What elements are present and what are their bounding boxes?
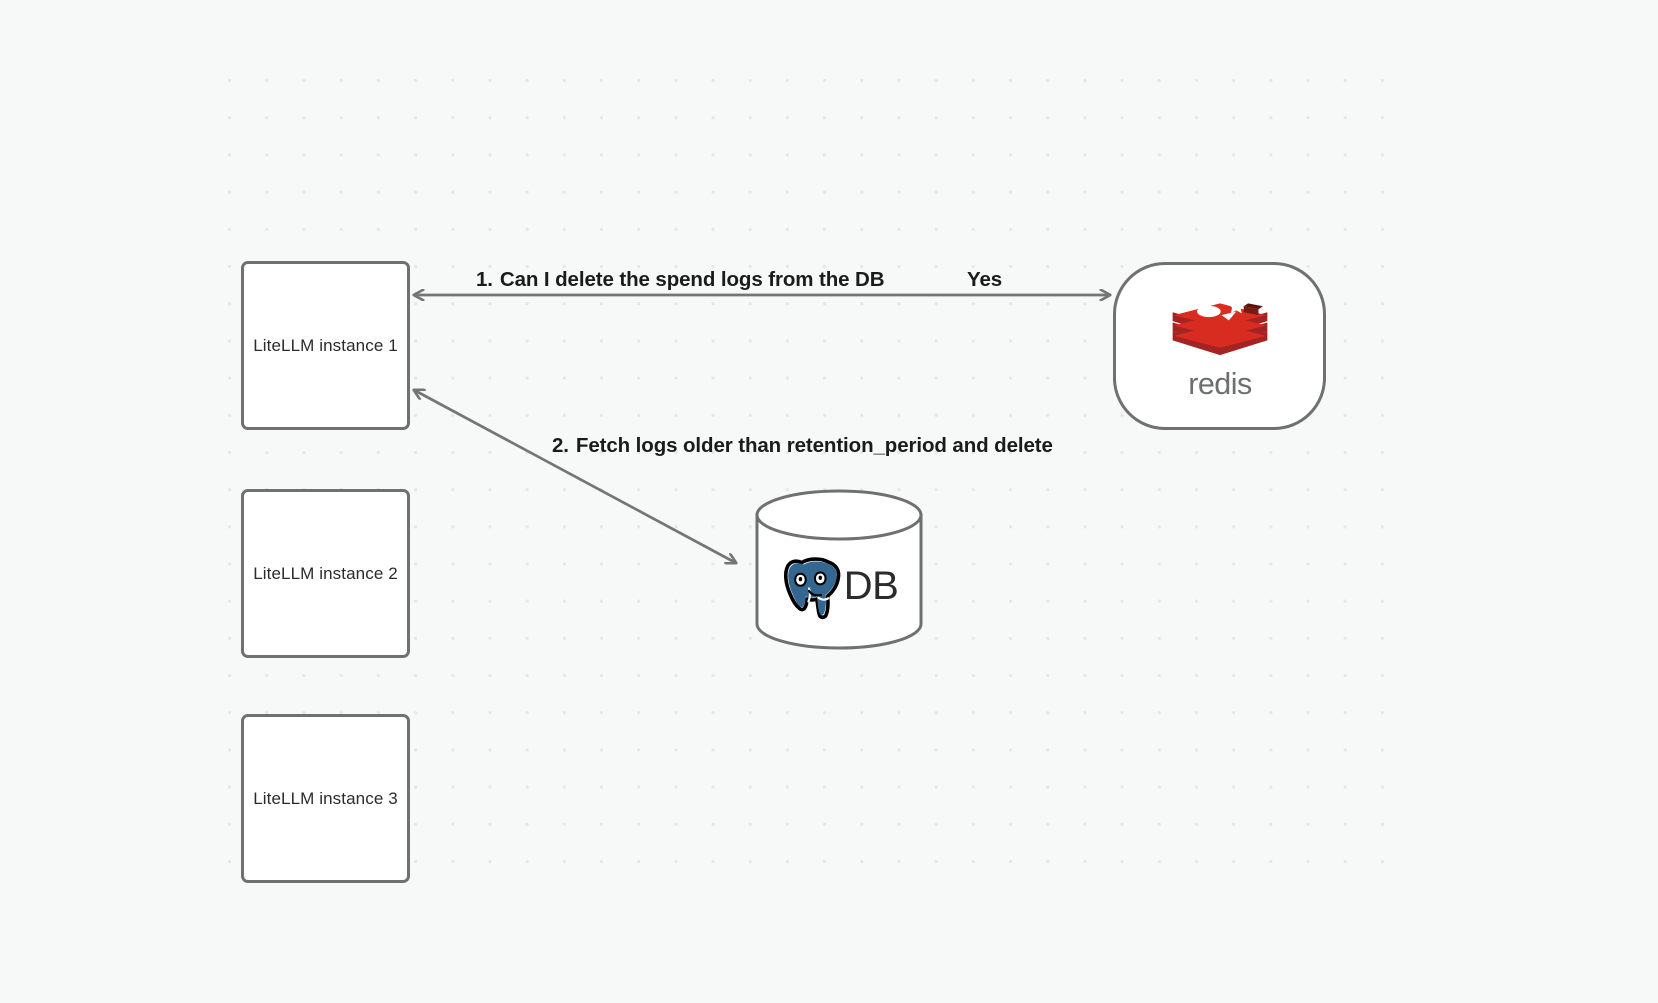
postgresql-elephant-icon <box>783 556 841 619</box>
database-cylinder-shape <box>755 489 923 650</box>
edge-2-step-number: 2. <box>552 434 569 457</box>
database-logo-row: DB <box>753 489 925 650</box>
edge-1-label: 1. Can I delete the spend logs from the D… <box>476 268 885 292</box>
edge-1-step-number: 1. <box>476 268 493 291</box>
edge-litellm1-database <box>414 390 736 563</box>
node-database[interactable]: DB <box>753 489 925 650</box>
node-litellm-instance-3[interactable]: LiteLLM instance 3 <box>241 714 410 883</box>
edge-2-text: Fetch logs older than retention_period a… <box>575 434 1053 457</box>
node-litellm-instance-1[interactable]: LiteLLM instance 1 <box>241 261 410 430</box>
node-litellm-instance-1-label: LiteLLM instance 1 <box>253 335 398 355</box>
edge-2-label: 2. Fetch logs older than retention_period… <box>552 434 1053 458</box>
edge-1-reply-label: Yes <box>967 268 1003 291</box>
redis-logo-icon <box>1172 296 1267 355</box>
node-redis[interactable]: redis <box>1113 262 1326 430</box>
node-litellm-instance-2[interactable]: LiteLLM instance 2 <box>241 489 410 658</box>
node-litellm-instance-3-label: LiteLLM instance 3 <box>253 788 398 808</box>
redis-wordmark-text: redis <box>1188 366 1252 400</box>
edge-1-text: Can I delete the spend logs from the DB <box>499 268 885 291</box>
database-label: DB <box>843 564 899 608</box>
node-litellm-instance-2-label: LiteLLM instance 2 <box>253 563 398 583</box>
svg-text:redis: redis <box>1188 366 1252 400</box>
